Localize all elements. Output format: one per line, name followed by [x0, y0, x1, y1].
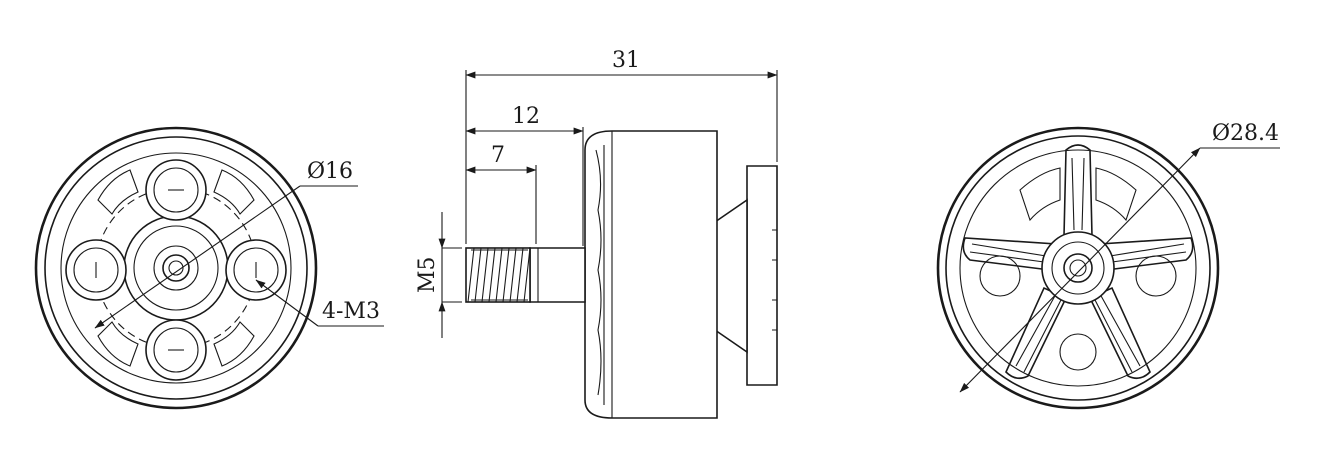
dim-label-total-length: 31 [612, 48, 640, 73]
mount-hole-left [65, 239, 127, 301]
dim-line-bell-diameter [959, 147, 1201, 393]
mount-hole-bottom [145, 319, 207, 381]
mount-hole-top [145, 159, 207, 221]
top-view: Ø28.4 [936, 121, 1280, 410]
dim-label-thread-length: 7 [491, 143, 505, 168]
dim-label-mount-screws: 4-M3 [322, 299, 380, 324]
dim-label-shaft-length: 12 [512, 104, 540, 129]
dim-line-mount-circle [94, 185, 301, 329]
mount-hole-right [225, 239, 287, 301]
dim-label-mount-circle: Ø16 [307, 159, 353, 184]
dim-label-bell-diameter: Ø28.4 [1212, 121, 1279, 146]
side-view: 31 12 7 M5 [415, 48, 778, 419]
dim-label-thread-size: M5 [415, 256, 440, 293]
shaft-thread [465, 247, 531, 303]
bottom-view: Ø16 4-M3 [34, 126, 384, 410]
dim-line-mount-screws [255, 279, 319, 327]
